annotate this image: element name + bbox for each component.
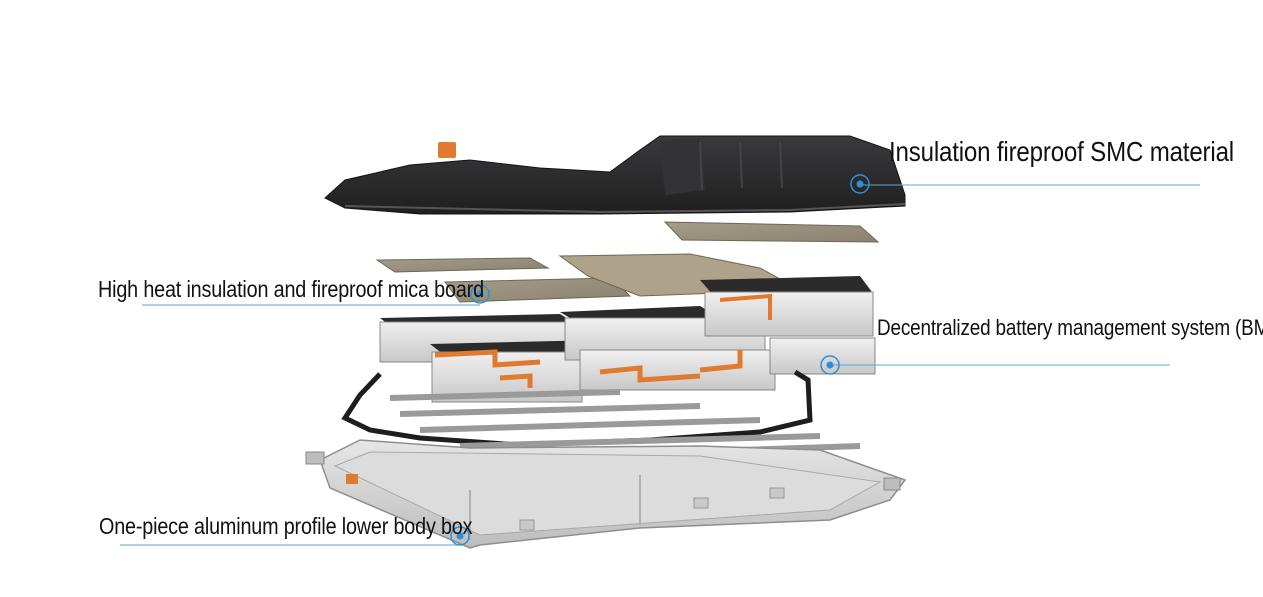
vent-valve-icon xyxy=(438,142,456,158)
marker-smc xyxy=(850,174,870,194)
marker-lower-box xyxy=(450,526,470,546)
marker-bms xyxy=(820,355,840,375)
smc-cover-part xyxy=(324,135,906,215)
callout-mica-label: High heat insulation and fireproof mica … xyxy=(98,276,484,302)
callout-bms-label: Decentralized battery management system … xyxy=(877,315,1263,340)
mica-boards xyxy=(375,221,880,303)
callout-leaders xyxy=(120,184,1200,546)
lower-body-box xyxy=(305,439,907,549)
callout-lower-box-label: One-piece aluminum profile lower body bo… xyxy=(99,513,473,539)
callout-smc-label: Insulation fireproof SMC material xyxy=(889,136,1234,167)
marker-mica xyxy=(470,284,490,304)
